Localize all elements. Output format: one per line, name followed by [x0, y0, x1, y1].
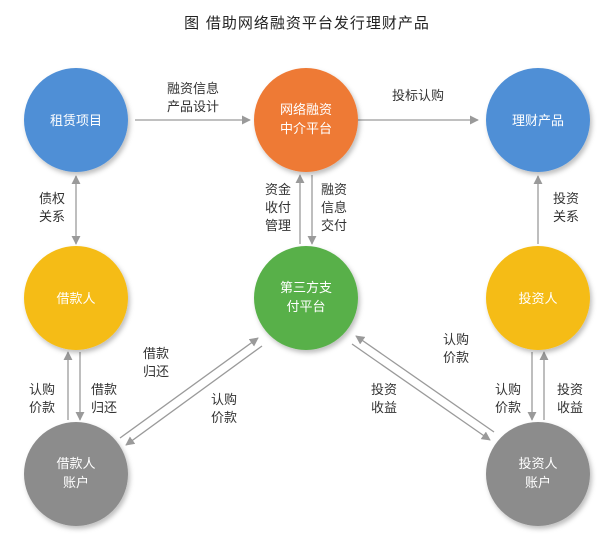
label-financing-platform: 网络融资中介平台 — [280, 102, 332, 137]
node-wealth-product — [486, 68, 590, 172]
edge-label-subscription-left: 认购价款 — [211, 392, 237, 426]
edge-label-financing-delivery: 融资信息交付 — [321, 183, 347, 234]
node-borrower-account — [24, 422, 128, 526]
edge-label-loan-repay-diagonal: 借款归还 — [143, 347, 169, 380]
edge-label-bid-subscribe: 投标认购 — [392, 88, 444, 104]
edge-label-borrower-repay: 借款归还 — [91, 383, 117, 416]
edge-label-subscription-right: 认购价款 — [443, 332, 469, 366]
arrow-investor-acct-to-pay — [355, 335, 495, 433]
label-third-party-payment: 第三方支付平台 — [280, 280, 332, 315]
node-financing-platform — [254, 68, 358, 172]
node-investor — [486, 246, 590, 350]
node-third-party-payment — [254, 246, 358, 350]
label-borrower: 借款人 — [56, 292, 95, 307]
label-borrower-account: 借款人账户 — [56, 457, 95, 491]
node-borrower — [24, 246, 128, 350]
edge-label-financing-info: 融资信息产品设计 — [167, 81, 219, 115]
edge-label-investor-return: 投资收益 — [557, 382, 583, 416]
edge-label-borrower-acct-subscription: 认购价款 — [29, 382, 55, 416]
edge-label-investor-subscription: 认购价款 — [495, 382, 521, 416]
edge-label-investment-return: 投资收益 — [371, 382, 397, 416]
label-lease-project: 租赁项目 — [50, 114, 102, 129]
arrow-pay-to-borrower-acct — [125, 345, 263, 446]
edge-label-investment-relation: 投资关系 — [553, 191, 579, 225]
edge-label-fund-management: 资金收付管理 — [265, 182, 291, 234]
node-lease-project — [24, 68, 128, 172]
edge-label-debt-relation: 债权关系 — [39, 191, 65, 225]
arrow-pay-to-investor-acct — [351, 343, 491, 441]
label-investor: 投资人 — [518, 291, 557, 307]
label-wealth-product: 理财产品 — [512, 114, 564, 129]
diagram-title: 图 借助网络融资平台发行理财产品 — [184, 14, 430, 32]
label-investor-account: 投资人账户 — [518, 456, 557, 491]
node-investor-account — [486, 422, 590, 526]
arrow-borrower-acct-to-pay — [119, 337, 259, 439]
